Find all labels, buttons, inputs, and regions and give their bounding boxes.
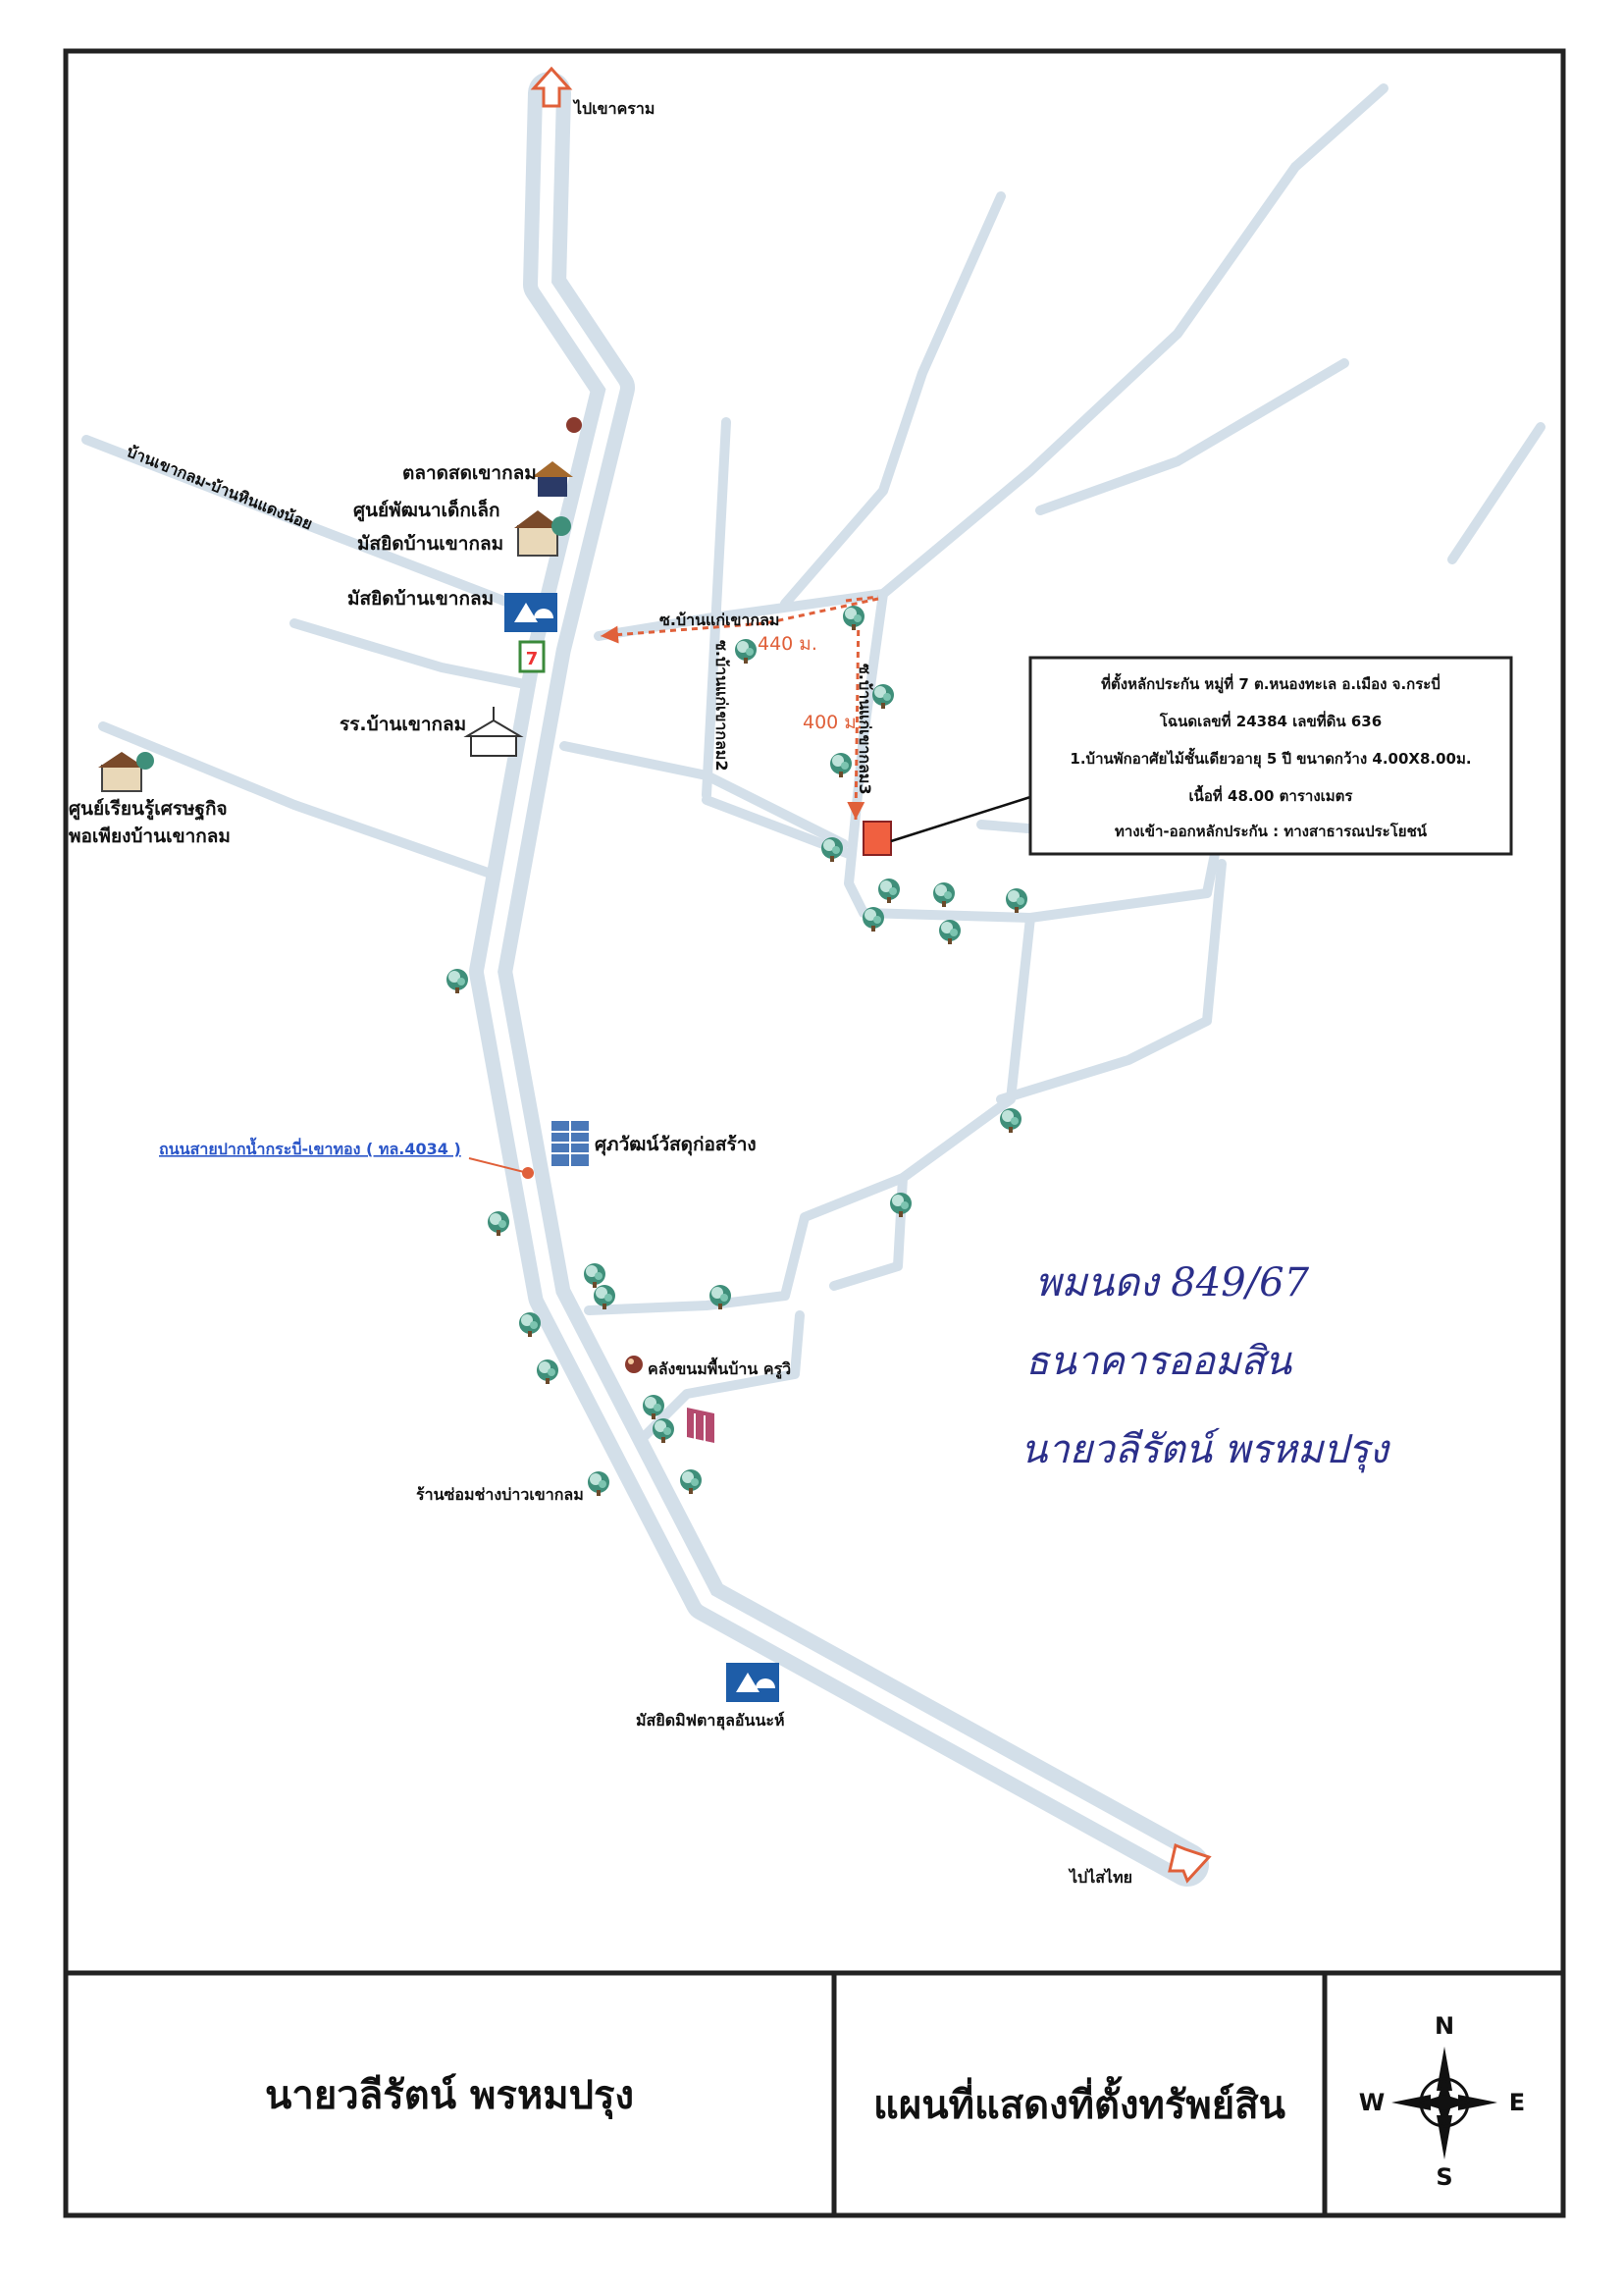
label-child-center: ศูนย์พัฒนาเด็กเล็ก: [353, 498, 500, 522]
compass-e: E: [1509, 2089, 1525, 2116]
label-soi-1: ซ.บ้านแก่เขากลม: [659, 611, 779, 629]
info-line-2: โฉนดเลขที่ 24384 เลขที่ดิน 636: [1159, 711, 1382, 730]
info-line-5: ทางเข้า-ออกหลักประกัน : ทางสาธารณประโยชน…: [1115, 822, 1428, 840]
market-icon: [532, 461, 573, 497]
label-market: ตลาดสดเขากลม: [402, 462, 537, 484]
tree-icon: [584, 1263, 605, 1288]
mosque-icon: [726, 1663, 779, 1702]
tree-icon: [890, 1193, 912, 1217]
tree-icon: [488, 1211, 509, 1236]
label-mosque-2: มัสยิดบ้านเขากลม: [347, 588, 494, 610]
label-mosque-1: มัสยิดบ้านเขากลม: [357, 533, 503, 555]
arrow-north-icon: [530, 66, 573, 108]
tree-icon: [821, 837, 843, 862]
school-icon: [463, 707, 524, 757]
label-distance-400: 400 ม.: [803, 712, 863, 733]
tree-icon: [653, 1418, 674, 1443]
tree-icon: [537, 1359, 558, 1384]
label-repair-shop: ร้านซ่อมช่างบ่าวเขากลม: [416, 1485, 584, 1504]
property-info-box: [1028, 656, 1513, 856]
main-road: [469, 72, 1209, 1887]
compass-rose-icon: [1391, 2047, 1497, 2159]
distance-route: [600, 595, 879, 821]
construction-shop-icon: [551, 1121, 589, 1166]
label-distance-440: 440 ม.: [758, 633, 817, 655]
tree-icon: [680, 1469, 702, 1494]
property-marker: [863, 821, 892, 856]
shop-cluster-icon: [687, 1408, 714, 1443]
label-construction-shop: ศุภวัฒน์วัสดุก่อสร้าง: [595, 1134, 757, 1156]
property-leader-line: [890, 795, 1031, 843]
svg-text:7: 7: [526, 649, 539, 669]
label-dessert-shop: คลังขนมพื้นบ้าน ครูวิ: [648, 1357, 791, 1380]
dessert-shop-icon: [625, 1356, 643, 1373]
owner-name: นายวลีรัตน์ พรหมปรุง: [265, 2073, 634, 2120]
tree-icon: [519, 1312, 541, 1337]
secondary-roads: [81, 83, 1545, 1458]
map-frame: [63, 48, 1566, 2218]
convenience-store-icon: 7: [518, 640, 546, 673]
label-learning-center-1: ศูนย์เรียนรู้เศรษฐกิจ: [69, 798, 228, 822]
arrow-southeast-icon: [1168, 1842, 1212, 1884]
map-title: แผนที่แสดงที่ตั้งทรัพย์สิน: [873, 2076, 1285, 2128]
info-line-4: เนื้อที่ 48.00 ตารางเมตร: [1189, 784, 1354, 805]
tree-icon: [843, 606, 864, 630]
tree-icon: [863, 907, 884, 932]
info-line-3: 1.บ้านพักอาศัยไม้ชั้นเดียวอายุ 5 ปี ขนาด…: [1070, 747, 1471, 769]
handwritten-bank: ธนาคารออมสิน: [1025, 1339, 1293, 1384]
label-soi-2: ซ.บ้านแก่เขากลม2: [712, 640, 731, 772]
tree-icon: [446, 969, 468, 993]
tree-icon: [1000, 1108, 1022, 1133]
tree-icon: [933, 882, 955, 907]
tree-icon: [1006, 888, 1027, 913]
label-to-khao-khram: ไปเขาคราม: [572, 99, 655, 118]
label-learning-center-2: พอเพียงบ้านเขากลม: [69, 825, 231, 847]
tree-icon: [878, 879, 900, 903]
compass-n: N: [1435, 2012, 1454, 2040]
tree-icon: [872, 684, 894, 709]
tree-icon: [830, 753, 852, 777]
learning-center-icon: [98, 752, 154, 792]
label-school: รร.บ้านเขากลม: [340, 714, 466, 735]
label-to-sai-thai: ไปไสไทย: [1068, 1868, 1132, 1887]
tree-icon: [939, 920, 961, 944]
tree-icon: [735, 639, 757, 664]
info-line-1: ที่ตั้งหลักประกัน หมู่ที่ 7 ต.หนองทะเล อ…: [1101, 672, 1441, 694]
mosque-icon: [504, 593, 557, 632]
label-mosque-3: มัสยิดมิฟตาฮุลอันนะห์: [636, 1711, 785, 1731]
tree-icon: [588, 1471, 609, 1496]
compass-s: S: [1436, 2163, 1452, 2191]
handwritten-ref: พมนดง 849/67: [1035, 1260, 1310, 1305]
handwritten-name: นายวลีรัตน์ พรหมปรุง: [1021, 1427, 1390, 1473]
label-soi-3: ซ.บ้านแก่เขากลม3: [856, 664, 874, 795]
child-center-icon: [514, 510, 571, 557]
compass-w: W: [1359, 2089, 1385, 2116]
label-main-road: ถนนสายปากน้ำกระบี่-เขาทอง ( ทล.4034 ): [159, 1137, 461, 1158]
landmark-dot-icon: [566, 417, 582, 433]
label-road-khao-klom: บ้านเขากลม-บ้านหินแดงน้อย: [125, 442, 316, 533]
